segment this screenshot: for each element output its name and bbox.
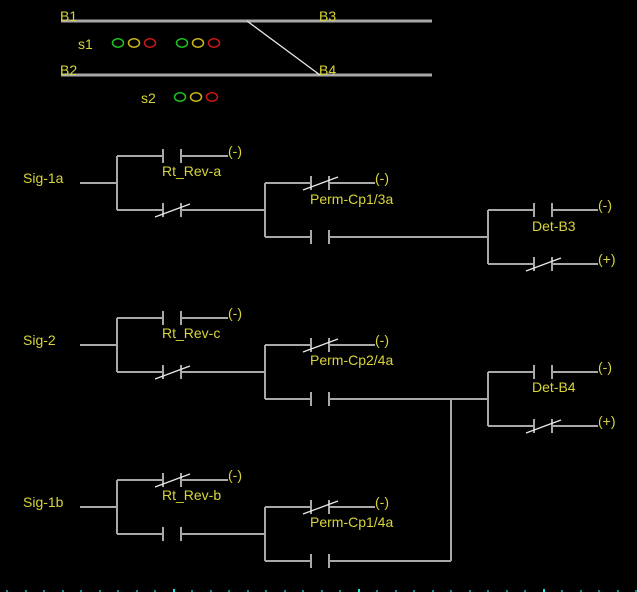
signal-lamp-s1-green-icon[interactable] [175,38,189,48]
rung-input-sig-1b: Sig-1b [23,494,64,510]
ruler-tick [506,590,508,592]
contact-label-perm-cp2-4a: Perm-Cp2/4a [310,352,394,368]
coil-perm-cp1-4a: (-) [375,494,389,510]
ruler-tick [413,590,415,592]
contact-b3-top-no-contact[interactable] [533,365,553,379]
ruler-tick [376,590,378,592]
ruler-tick [487,590,489,592]
ruler-tick [635,590,637,592]
signal-lamp-s1-red-icon[interactable] [207,38,221,48]
ruler-tick [265,590,267,592]
ruler-tick [598,590,600,592]
coil-rt-rev-c: (-) [228,305,242,321]
contact-slash [154,473,191,488]
signal-lamp-s1-green-icon[interactable] [111,38,125,48]
ruler-tick [432,590,434,592]
block-label-b3: B3 [319,8,337,24]
contact-label-rt-rev-b: Rt_Rev-b [162,487,222,503]
ruler-tick [321,590,323,592]
block-label-b1: B1 [60,8,78,24]
coil-det-b3-plus: (+) [598,251,616,267]
ruler-tick [561,590,563,592]
ruler-major-tick [358,589,360,592]
contact-label-det-b3: Det-B3 [532,218,576,234]
contact-b2-bottom-no-contact[interactable] [310,392,330,406]
signal-lamp-s1-yellow-icon[interactable] [191,38,205,48]
contact-b1-top-no-contact[interactable] [162,311,182,325]
ruler-tick [99,590,101,592]
contact-label-det-b4: Det-B4 [532,379,576,395]
crossover-switch[interactable] [246,20,321,76]
rung-input-sig-1a: Sig-1a [23,170,64,186]
ruler-tick [80,590,82,592]
signal-lamp-s2-green-icon[interactable] [173,92,187,102]
ruler-tick [25,590,27,592]
block-label-b4: B4 [319,62,337,78]
ruler-tick [154,590,156,592]
contact-slash [525,419,562,434]
rung-input-sig-2: Sig-2 [23,332,56,348]
ruler-tick [136,590,138,592]
contact-label-rt-rev-c: Rt_Rev-c [162,325,221,341]
signal-label-s1: s1 [78,36,93,52]
signal-lamp-s1-yellow-icon[interactable] [127,38,141,48]
contact-slash [525,257,562,272]
coil-det-b4-plus: (+) [598,413,616,429]
ruler-tick [191,590,193,592]
signal-heads [111,38,221,102]
ruler-major-tick [173,589,175,592]
contact-label-rt-rev-a: Rt_Rev-a [162,163,222,179]
contact-b1-bottom-no-contact[interactable] [162,527,182,541]
coil-rt-rev-b: (-) [228,467,242,483]
ruler-tick [339,590,341,592]
coil-perm-cp2-4a: (-) [375,332,389,348]
ruler-tick [284,590,286,592]
ruler-tick [6,590,8,592]
contact-b2-bottom-no-contact[interactable] [310,230,330,244]
ruler-tick [524,590,526,592]
contact-b2-bottom-no-contact[interactable] [310,554,330,568]
contact-b3-top-no-contact[interactable] [533,203,553,217]
signal-lamp-s2-yellow-icon[interactable] [189,92,203,102]
signal-label-s2: s2 [141,90,156,106]
ruler-tick [210,590,212,592]
track-layout [61,19,432,102]
ruler-tick [43,590,45,592]
ladder-rungs [80,149,598,568]
signal-lamp-s2-red-icon[interactable] [205,92,219,102]
ruler-tick [302,590,304,592]
ruler-tick [228,590,230,592]
contact-slash [154,365,191,380]
contact-slash [302,500,339,515]
ruler-tick [247,590,249,592]
contact-slash [154,203,191,218]
bottom-ruler [6,589,637,592]
contact-label-perm-cp1-4a: Perm-Cp1/4a [310,514,394,530]
ruler-tick [469,590,471,592]
ruler-tick [450,590,452,592]
contact-b1-top-no-contact[interactable] [162,149,182,163]
ruler-tick [617,590,619,592]
coil-perm-cp1-3a: (-) [375,170,389,186]
ruler-tick [395,590,397,592]
contact-slash [302,338,339,353]
signal-lamp-s1-red-icon[interactable] [143,38,157,48]
ruler-tick [580,590,582,592]
coil-det-b4-minus: (-) [598,359,612,375]
contact-label-perm-cp1-3a: Perm-Cp1/3a [310,191,394,207]
block-label-b2: B2 [60,62,78,78]
ruler-tick [62,590,64,592]
ruler-tick [117,590,119,592]
coil-det-b3-minus: (-) [598,197,612,213]
ruler-major-tick [543,589,545,592]
contact-slash [302,176,339,191]
coil-rt-rev-a: (-) [228,143,242,159]
